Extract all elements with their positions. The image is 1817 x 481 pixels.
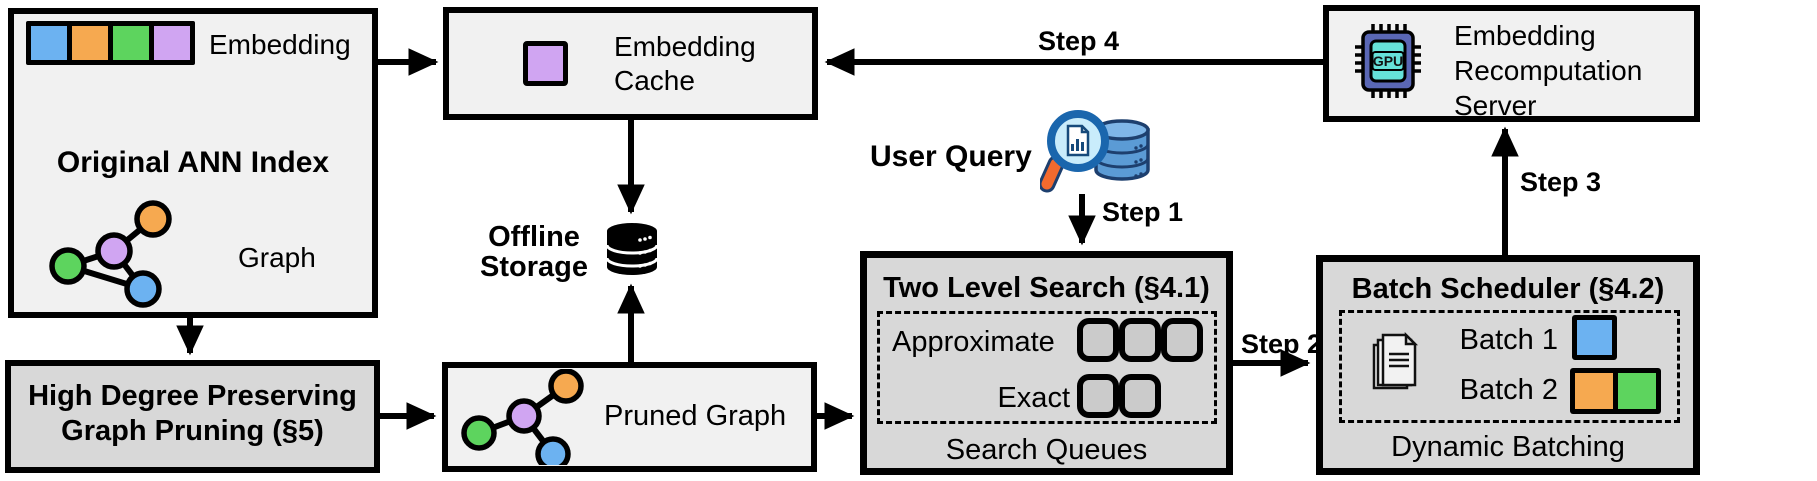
original-ann-index-box: Embedding Original ANN Index Graph — [8, 8, 378, 318]
gpu-chip-label: GPU — [1373, 53, 1403, 69]
queue-slot — [1119, 318, 1161, 362]
queue-slot — [1077, 318, 1119, 362]
two-level-search-title: Two Level Search (§4.1) — [883, 272, 1210, 304]
batch-scheduler-box: Batch Scheduler (§4.2) Batch 1 Batch 2 D… — [1316, 255, 1700, 475]
embedding-cell-blue — [31, 26, 67, 60]
step3-label: Step 3 — [1520, 167, 1602, 197]
exact-queue-slots — [1077, 374, 1161, 418]
embedding-cell-purple — [154, 26, 190, 60]
search-queues-panel: Approximate Exact — [877, 311, 1217, 424]
original-ann-index-title: Original ANN Index — [56, 146, 330, 179]
graph-pruning-box: High Degree Preserving Graph Pruning (§5… — [5, 360, 380, 473]
embedding-cell-green — [113, 26, 149, 60]
recomputation-server-title: Embedding Recomputation Server — [1454, 20, 1643, 121]
database-icon — [605, 222, 659, 281]
queue-slot — [1161, 318, 1203, 362]
queue-slot — [1119, 374, 1161, 418]
graph-label: Graph — [238, 242, 316, 273]
gpu-chip-icon: GPU — [1351, 21, 1425, 106]
batch2-square-green — [1618, 373, 1656, 409]
graph-pruning-title: High Degree Preserving Graph Pruning (§5… — [28, 380, 357, 447]
batching-panel — [1339, 310, 1680, 423]
exact-label: Exact — [997, 382, 1070, 414]
step4-label: Step 4 — [1038, 26, 1120, 56]
step1-label: Step 1 — [1102, 197, 1184, 227]
pruned-graph-icon — [461, 369, 584, 465]
queue-slot — [1077, 374, 1119, 418]
offline-storage-label: Offline Storage — [480, 221, 588, 283]
embedding-cache-title: Embedding Cache — [614, 31, 756, 96]
documents-icon — [1369, 330, 1423, 399]
magnifier-database-icon — [1038, 108, 1155, 201]
batch2-squares — [1570, 368, 1661, 414]
two-level-search-box: Two Level Search (§4.1) Approximate Exac… — [860, 251, 1233, 475]
search-queues-caption: Search Queues — [945, 434, 1148, 466]
cached-embedding-square — [523, 41, 568, 86]
batch-scheduler-title: Batch Scheduler (§4.2) — [1351, 273, 1665, 305]
dynamic-batching-caption: Dynamic Batching — [1391, 431, 1625, 463]
embedding-label: Embedding — [209, 29, 351, 60]
batch1-square-blue — [1572, 315, 1617, 360]
approximate-label: Approximate — [892, 326, 1055, 358]
batch2-label: Batch 2 — [1459, 374, 1558, 406]
pruned-graph-box: Pruned Graph — [442, 362, 817, 472]
embedding-cell-orange — [72, 26, 108, 60]
batch2-square-orange — [1575, 373, 1613, 409]
recomputation-server-box: GPU Embedding Recomputation Server — [1323, 5, 1700, 122]
user-query-label: User Query — [870, 140, 1032, 173]
batch1-label: Batch 1 — [1459, 324, 1558, 356]
embedding-cache-box: Embedding Cache — [443, 7, 818, 120]
ann-graph-icon — [49, 200, 172, 308]
pruned-graph-label: Pruned Graph — [604, 400, 787, 432]
approximate-queue-slots — [1077, 318, 1203, 362]
embedding-vector-strip — [26, 21, 195, 65]
step2-label: Step 2 — [1241, 329, 1323, 359]
